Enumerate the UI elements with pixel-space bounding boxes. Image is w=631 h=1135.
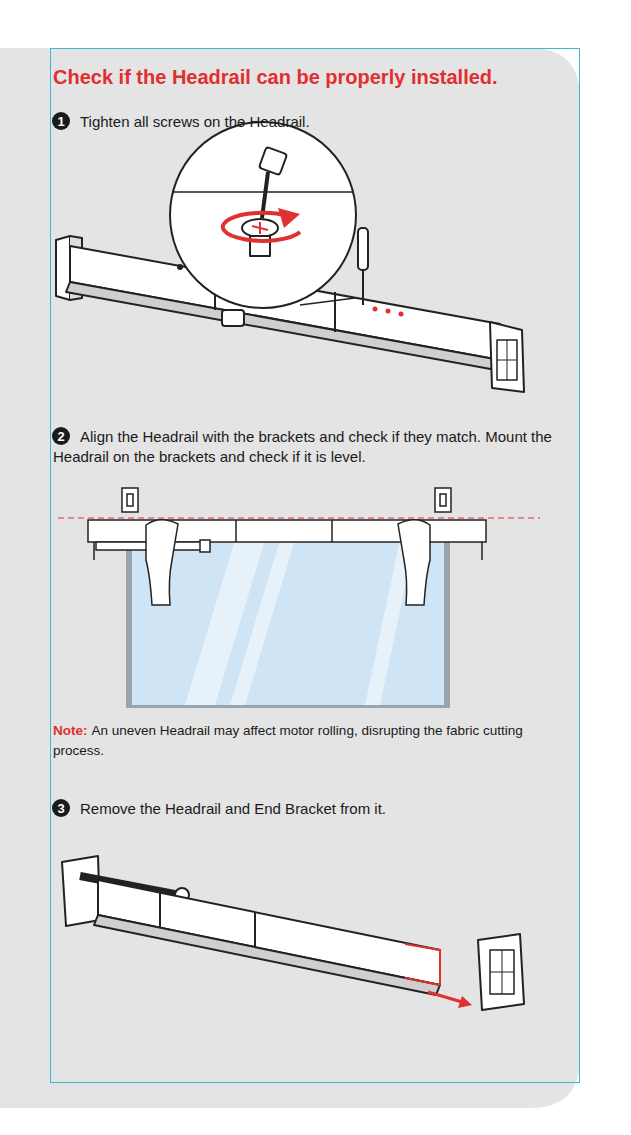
step-number-text: 3 <box>57 802 64 815</box>
headrail-level <box>58 488 540 708</box>
level-line <box>58 517 540 518</box>
headrail-remove <box>62 856 524 1010</box>
step-text: Remove the Headrail and End Bracket from… <box>80 799 570 819</box>
step-number-text: 2 <box>57 430 64 443</box>
guide-frame <box>51 49 580 1083</box>
step-text: Tighten all screws on the Headrail. <box>80 112 570 132</box>
remove-arrow-head <box>458 996 472 1008</box>
step-text: Align the Headrail with the brackets and… <box>53 427 575 467</box>
step-number: 1 <box>52 112 70 130</box>
rotate-arrow-head <box>278 208 300 228</box>
step-number: 2 <box>52 427 70 445</box>
note-label: Note: <box>53 723 88 738</box>
step-number: 3 <box>52 799 70 817</box>
title: Check if the Headrail can be properly in… <box>53 66 578 89</box>
panel <box>0 48 580 1108</box>
note: Note:An uneven Headrail may affect motor… <box>53 721 575 761</box>
step-number-text: 1 <box>57 115 64 128</box>
remove-arrow <box>428 992 462 1002</box>
note-text: An uneven Headrail may affect motor roll… <box>53 723 523 758</box>
headrail-tighten <box>56 122 524 392</box>
